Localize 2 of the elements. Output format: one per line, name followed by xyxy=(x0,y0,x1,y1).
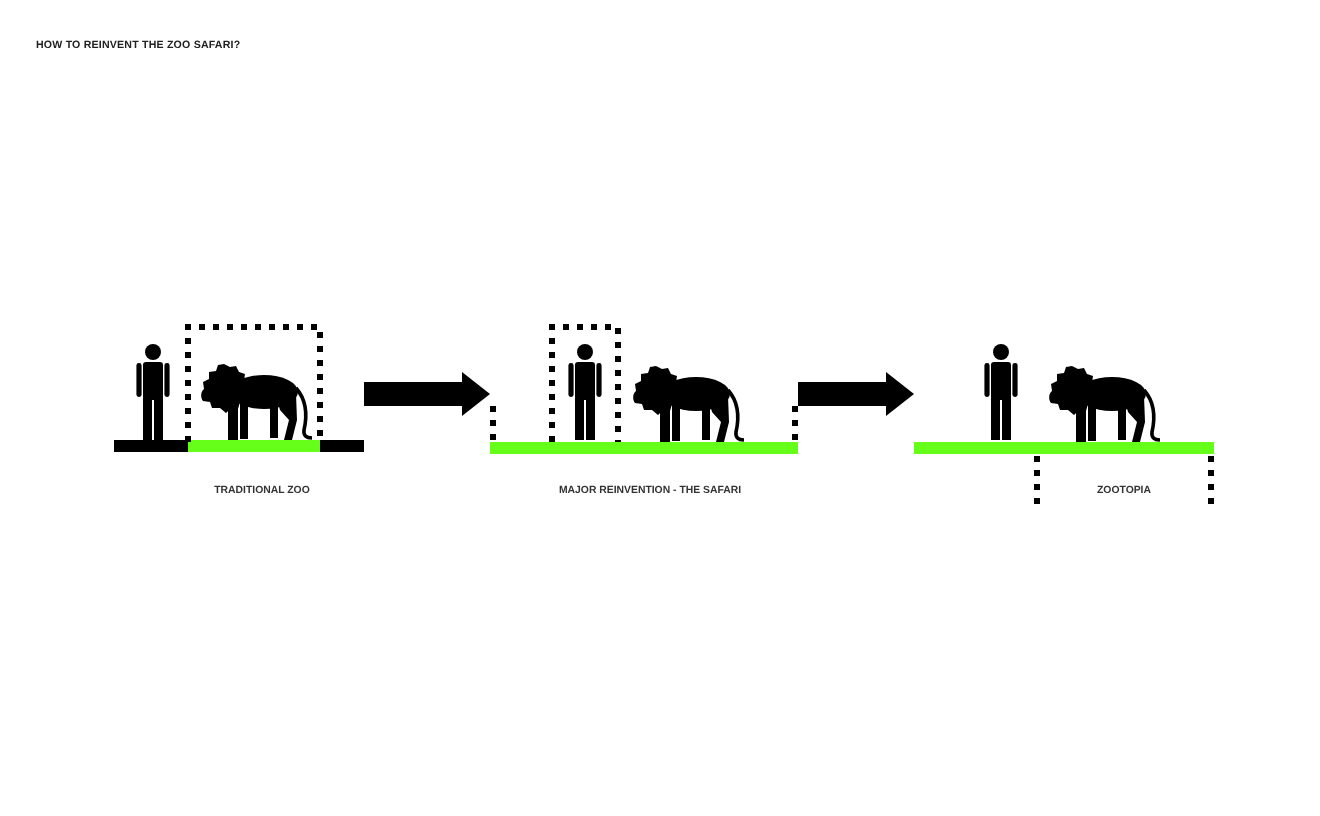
arrow xyxy=(798,372,914,416)
arrow xyxy=(364,372,490,416)
